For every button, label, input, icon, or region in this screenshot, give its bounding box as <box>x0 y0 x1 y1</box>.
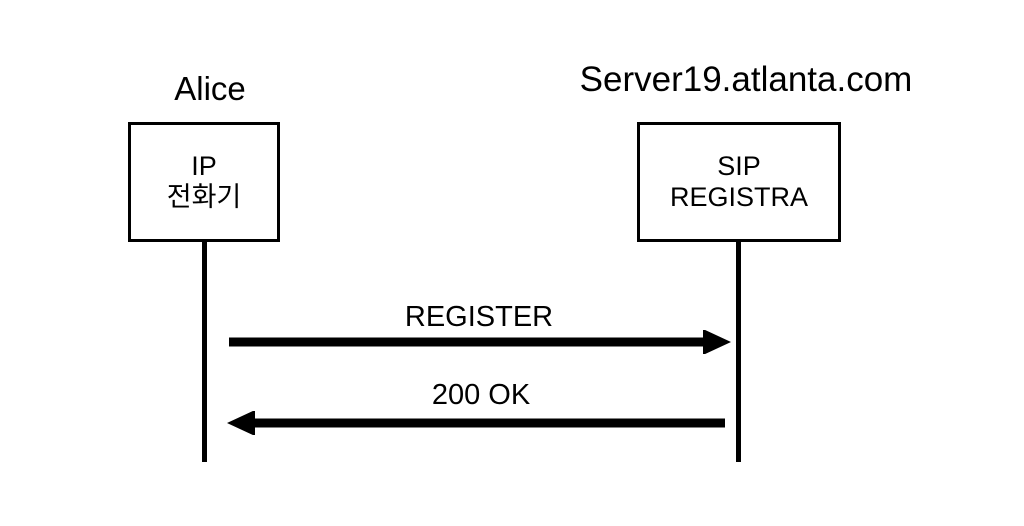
participant-box-server-line-2: REGISTRA <box>669 182 809 212</box>
message-arrow-register <box>229 330 731 354</box>
participant-box-alice-line-1: IP <box>191 151 217 182</box>
participant-header-server: Server19.atlanta.com <box>579 60 913 99</box>
participant-header-alice: Alice <box>174 70 246 107</box>
message-label-200-ok: 200 OK <box>431 379 531 411</box>
lifeline-server <box>736 242 741 462</box>
participant-box-alice: IP 전화기 <box>128 122 280 242</box>
message-label-register: REGISTER <box>404 301 554 333</box>
message-arrow-200-ok <box>227 411 725 435</box>
participant-box-server-line-1: SIP <box>717 151 761 182</box>
participant-box-server: SIP REGISTRA <box>637 122 841 242</box>
lifeline-alice <box>202 242 207 462</box>
participant-box-alice-line-2: 전화기 <box>166 182 242 212</box>
